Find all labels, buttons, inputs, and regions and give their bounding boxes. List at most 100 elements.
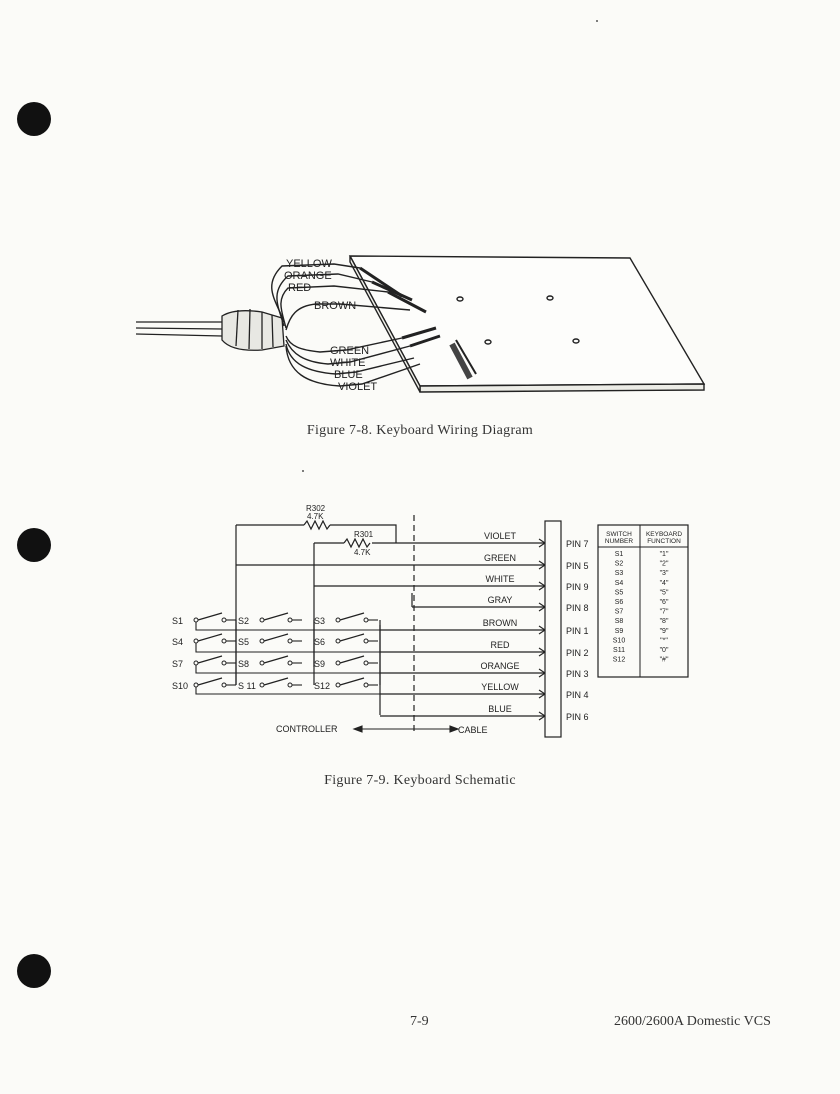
table-cell-function: "1" bbox=[660, 551, 669, 558]
r301-value: 4.7K bbox=[354, 548, 371, 557]
wire-color-label: RED bbox=[490, 640, 510, 650]
figure-7-9-caption: Figure 7-9. Keyboard Schematic bbox=[324, 773, 516, 788]
wire-red: RED PIN 2 bbox=[380, 640, 589, 658]
table-cell-switch: S11 bbox=[613, 647, 625, 654]
switch-label: S6 bbox=[314, 637, 325, 647]
table-header-function-1: KEYBOARD bbox=[646, 531, 682, 538]
wire-label-yellow: YELLOW bbox=[286, 258, 332, 270]
switch-label: S 11 bbox=[238, 681, 256, 691]
pin-label: PIN 5 bbox=[566, 561, 589, 571]
switch-label: S8 bbox=[238, 659, 249, 669]
r302-resistor-symbol bbox=[303, 519, 331, 531]
wire-label-white: WHITE bbox=[330, 357, 365, 369]
document-title: 2600/2600A Domestic VCS bbox=[614, 1014, 771, 1029]
wire-color-label: BLUE bbox=[488, 704, 512, 714]
row-bus bbox=[195, 663, 380, 674]
table-row: S11"0" bbox=[613, 647, 669, 654]
table-cell-switch: S6 bbox=[615, 599, 624, 606]
r301-wire bbox=[313, 542, 396, 667]
wire-green: GREEN PIN 5 bbox=[236, 553, 589, 571]
cable-label: CABLE bbox=[458, 725, 488, 735]
switch-label: S3 bbox=[314, 616, 325, 626]
paper-speck bbox=[302, 470, 304, 472]
page-number: 7-9 bbox=[410, 1014, 429, 1029]
resistor-labels: R302 4.7K R301 4.7K bbox=[306, 504, 374, 557]
pin-label: PIN 4 bbox=[566, 690, 589, 700]
table-cell-function: "5" bbox=[660, 589, 669, 596]
table-cell-switch: S5 bbox=[615, 589, 624, 596]
cable-drawing bbox=[135, 308, 285, 351]
row-bus bbox=[195, 641, 380, 653]
pin-label: PIN 8 bbox=[566, 603, 589, 613]
pin-label: PIN 9 bbox=[566, 582, 589, 592]
pin-label: PIN 1 bbox=[566, 626, 589, 636]
table-cell-function: "*" bbox=[660, 637, 668, 644]
table-row: S6 "6" bbox=[615, 599, 669, 606]
r301-name: R301 bbox=[354, 530, 374, 539]
switch-label: S5 bbox=[238, 637, 249, 647]
switch-label: S2 bbox=[238, 616, 249, 626]
switch-s7: S7 bbox=[172, 655, 236, 669]
table-cell-switch: S1 bbox=[615, 551, 624, 558]
switch-label: S12 bbox=[314, 681, 330, 691]
table-cell-function: "4" bbox=[660, 580, 669, 587]
table-row: S3 "3" bbox=[615, 570, 669, 577]
table-row: S8"8" bbox=[615, 618, 669, 625]
table-row: S9"9" bbox=[615, 628, 669, 635]
table-row: S5 "5" bbox=[615, 589, 669, 596]
switch-s3: S3 bbox=[314, 612, 378, 626]
wire-gray: GRAY PIN 8 bbox=[412, 595, 589, 613]
pin-label: PIN 3 bbox=[566, 669, 589, 679]
controller-cable-arrow bbox=[352, 725, 460, 733]
switch-s5: S5 bbox=[238, 633, 302, 647]
wire-label-red: RED bbox=[288, 282, 311, 294]
connector-block bbox=[544, 520, 562, 738]
pin-label: PIN 2 bbox=[566, 648, 589, 658]
table-cell-function: "7" bbox=[660, 609, 669, 616]
switch-s2: S2 bbox=[238, 612, 302, 626]
figure-7-8-caption: Figure 7-8. Keyboard Wiring Diagram bbox=[306, 423, 534, 438]
row-bus bbox=[195, 620, 380, 631]
switch-s10: S10 bbox=[172, 677, 236, 691]
wire-color-label: GRAY bbox=[488, 595, 513, 605]
wire-color-label: GREEN bbox=[484, 553, 516, 563]
table-cell-function: "#" bbox=[660, 657, 669, 664]
switch-s4: S4 bbox=[172, 633, 236, 647]
table-cell-switch: S3 bbox=[615, 570, 624, 577]
switch-s9: S9 bbox=[314, 655, 378, 669]
switch-s8: S8 bbox=[238, 655, 302, 669]
wire-color-label: BROWN bbox=[483, 618, 518, 628]
wire-label-orange: ORANGE bbox=[284, 270, 332, 282]
table-cell-function: "6" bbox=[660, 599, 669, 606]
wire-color-labels: YELLOW ORANGE RED BROWN GREEN WHITE BLUE… bbox=[284, 258, 377, 393]
table-row: S10"*" bbox=[613, 637, 669, 644]
table-cell-function: "8" bbox=[660, 618, 669, 625]
table-header-switch-1: SWITCH bbox=[606, 531, 632, 538]
table-row: S4 "4" bbox=[615, 580, 669, 587]
paper-speck bbox=[596, 20, 598, 22]
controller-label: CONTROLLER bbox=[276, 724, 338, 734]
switch-s6: S6 bbox=[314, 633, 378, 647]
table-cell-function: "3" bbox=[660, 570, 669, 577]
wire-color-label: YELLOW bbox=[481, 682, 519, 692]
binder-hole-middle bbox=[17, 528, 51, 562]
keyboard-board bbox=[348, 255, 706, 393]
switch-label: S10 bbox=[172, 681, 188, 691]
table-rows: S1"1"S2"2"S3"3"S4"4"S5"5"S6"6"S7"7"S8"8"… bbox=[613, 551, 669, 664]
table-cell-switch: S4 bbox=[615, 580, 624, 587]
wire-brown: BROWN PIN 1 bbox=[380, 618, 589, 636]
switch-label: S1 bbox=[172, 616, 183, 626]
switch-s1: S1 bbox=[172, 612, 236, 626]
wire-yellow: YELLOW PIN 4 bbox=[380, 682, 589, 700]
table-row: S7 "7" bbox=[615, 609, 669, 616]
pin-label: PIN 7 bbox=[566, 539, 589, 549]
wire-label-violet: VIOLET bbox=[338, 381, 377, 393]
table-cell-switch: S7 bbox=[615, 609, 624, 616]
table-header-function-2: FUNCTION bbox=[647, 538, 681, 545]
